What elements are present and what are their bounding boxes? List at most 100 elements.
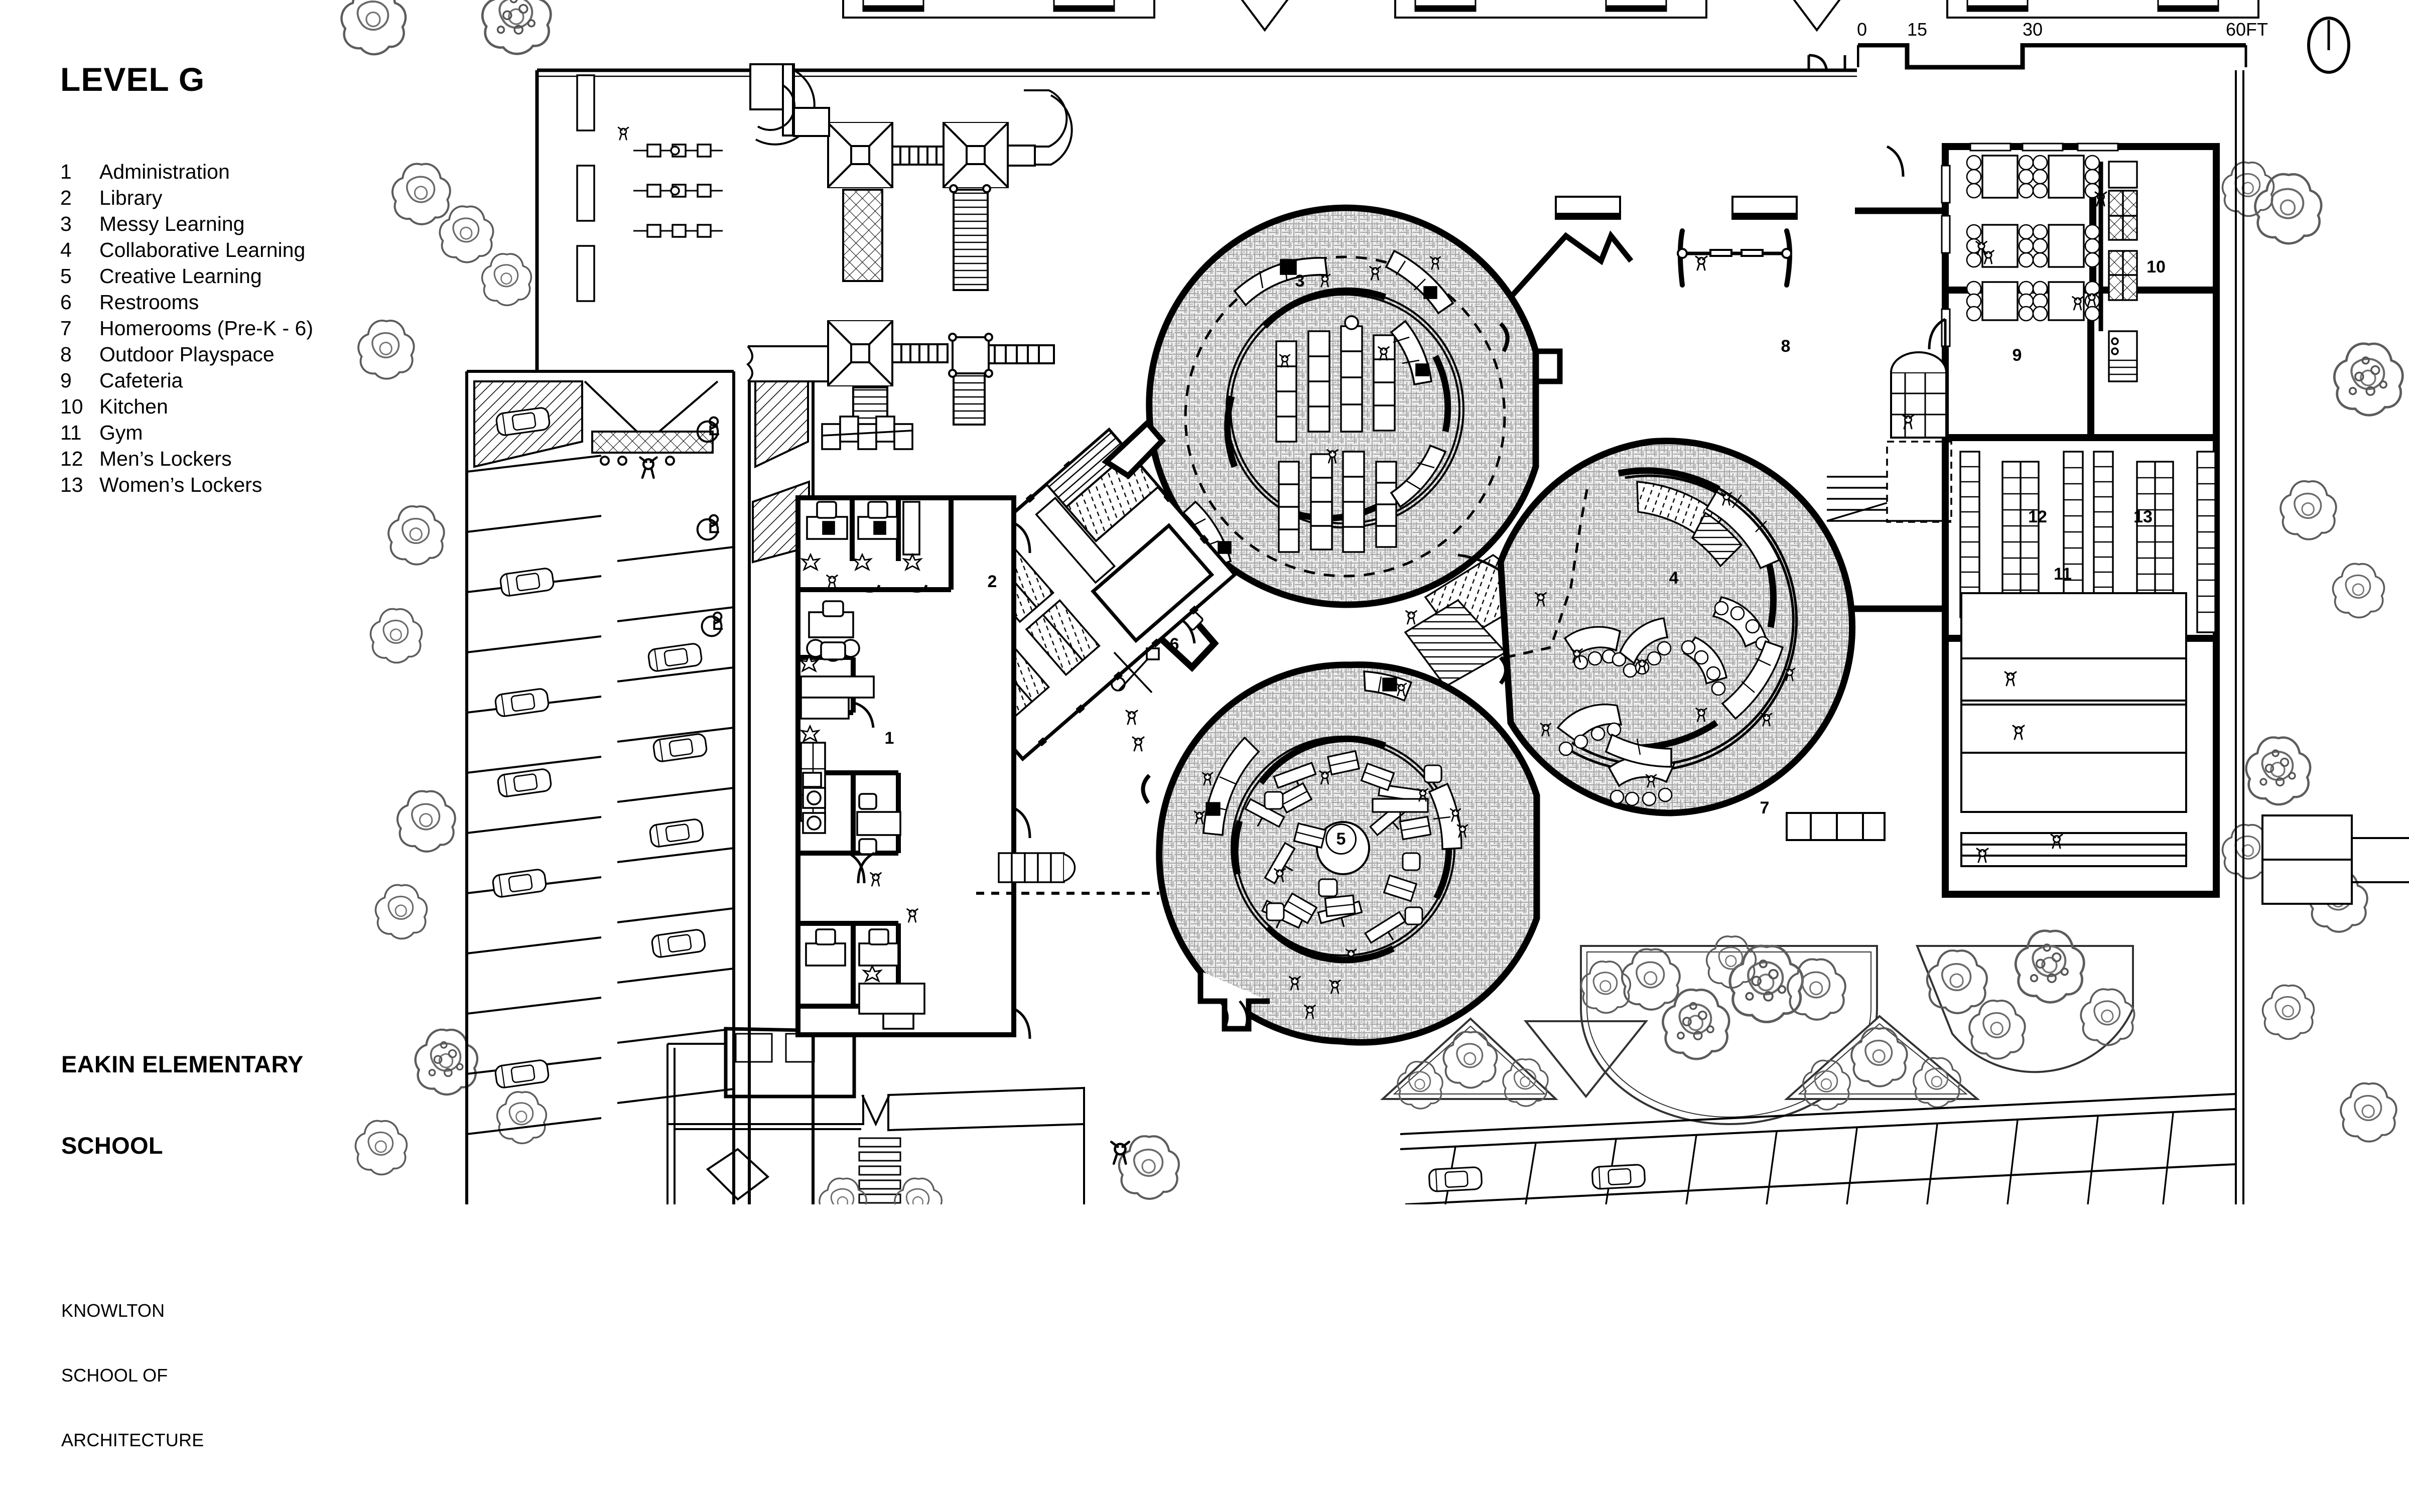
collaborative-tables — [1556, 596, 1770, 806]
administration-wing — [795, 416, 1160, 1039]
site-structure-right — [2261, 814, 2409, 905]
plant-symbols — [798, 553, 923, 983]
admin-doors — [847, 521, 1031, 1039]
messy-learning-workbenches — [1275, 315, 1397, 553]
plan-room-number: 11 — [2054, 565, 2072, 584]
legend-item: 5 Creative Learning — [60, 263, 313, 289]
legend-item-number: 8 — [60, 343, 72, 366]
cafeteria-tables — [1966, 155, 2100, 322]
plan-room-number: 6 — [1169, 635, 1179, 654]
legend-item-number: 6 — [60, 291, 72, 314]
legend-item-number: 2 — [60, 186, 72, 209]
bench-group-playspace — [1555, 196, 1798, 220]
plan-room-number: 7 — [1760, 798, 1770, 817]
legend-item-label: Men’s Lockers — [99, 447, 232, 470]
legend-item: 2 Library — [60, 185, 313, 211]
building-fragment-bottom — [724, 1027, 856, 1098]
legend-item-number: 5 — [60, 264, 72, 288]
legend-item: 10 Kitchen — [60, 393, 313, 420]
top-seating-groups — [842, 0, 2259, 32]
legend-item-label: Women’s Lockers — [99, 473, 262, 496]
entry-paving — [998, 852, 1076, 883]
pod3-curved-casework — [1182, 249, 1454, 569]
legend-item: 1 Administration — [60, 159, 313, 185]
pod-connectors — [1102, 230, 1634, 480]
title-block: EAKIN ELEMENTARY SCHOOL KNOWLTON SCHOOL … — [61, 979, 304, 1512]
legend-item-number: 9 — [60, 369, 72, 392]
page-title: LEVEL G — [60, 61, 205, 98]
scale-tick-label: 15 — [1907, 19, 1928, 40]
pod-entry-notches — [1141, 322, 1510, 804]
flagpole — [1111, 647, 1160, 694]
legend-item-label: Gym — [99, 421, 143, 444]
planter-triangle-c — [1523, 1020, 1649, 1098]
scale-bar-graphic — [1857, 43, 2247, 70]
institution-line-2: SCHOOL OF — [61, 1365, 168, 1386]
east-building-block — [1826, 143, 2220, 898]
legend-item-label: Messy Learning — [99, 212, 245, 235]
planter-triangle-b — [1784, 1015, 1980, 1100]
gym-court — [1960, 592, 2187, 867]
plan-room-number: 5 — [1325, 823, 1357, 855]
legend-item-label: Creative Learning — [99, 264, 262, 288]
legend-item-number: 12 — [60, 447, 83, 470]
institution-line-3: ARCHITECTURE — [61, 1430, 204, 1450]
plan-room-number: 8 — [1781, 337, 1791, 356]
plan-room-number: 1 — [884, 729, 894, 748]
amphitheater-seating-pod4 — [1636, 481, 1743, 568]
plan-room-number: 2 — [987, 572, 997, 591]
parking-lot-bottom — [1400, 1093, 2236, 1204]
admin-office-furniture — [800, 501, 925, 1030]
legend-item-number: 11 — [60, 421, 82, 444]
legend-item-label: Outdoor Playspace — [99, 343, 275, 366]
legend-item-label: Library — [99, 186, 163, 209]
plan-room-number: 4 — [1669, 569, 1679, 588]
institution-line-1: KNOWLTON — [61, 1300, 165, 1321]
plan-room-number: 12 — [2028, 507, 2047, 526]
legend-item-number: 3 — [60, 212, 72, 235]
kitchen-equipment — [2098, 161, 2138, 382]
pod-collaborative-learning — [1497, 438, 1957, 841]
plan-room-number: 3 — [1295, 271, 1305, 291]
playground-structure — [576, 63, 1073, 439]
legend-item: 13 Women’s Lockers — [60, 472, 313, 498]
legend-item-label: Homerooms (Pre-K - 6) — [99, 317, 314, 340]
scale-tick-label: 0 — [1857, 19, 1867, 40]
locker-banks — [1959, 451, 2216, 633]
plan-room-number: 9 — [2012, 346, 2022, 365]
project-name-line-2: SCHOOL — [61, 1132, 163, 1159]
parking-stalls-right — [617, 546, 734, 1104]
parking-entry-canopy — [584, 380, 719, 466]
legend-item-label: Administration — [99, 160, 230, 183]
creative-learning-furniture — [1244, 750, 1442, 944]
legend-item-number: 4 — [60, 238, 72, 261]
street-edge-right — [2235, 70, 2244, 1204]
casework-bottom-pod4 — [1786, 812, 1886, 841]
floor-plan-drawing — [340, 0, 2409, 1204]
bike-rack-admin — [821, 416, 913, 450]
legend-item-number: 7 — [60, 317, 72, 340]
planter-triangle-a — [1380, 1017, 1559, 1100]
legend-item: 11 Gym — [60, 420, 313, 446]
legend-item: 7 Homerooms (Pre-K - 6) — [60, 315, 313, 341]
plan-room-number: 13 — [2133, 507, 2153, 526]
pod-creative-learning — [1156, 661, 1540, 1046]
legend-item-number: 13 — [60, 473, 83, 496]
pod-messy-learning — [1146, 204, 1539, 688]
legend-item: 8 Outdoor Playspace — [60, 341, 313, 367]
legend-item: 3 Messy Learning — [60, 211, 313, 237]
swing-set — [1677, 228, 1792, 288]
legend-item-number: 10 — [60, 395, 83, 418]
legend-item: 9 Cafeteria — [60, 367, 313, 393]
legend-item: 12 Men’s Lockers — [60, 446, 313, 472]
legend-item-label: Kitchen — [99, 395, 168, 418]
legend-item-label: Cafeteria — [99, 369, 183, 392]
legend-item: 6 Restrooms — [60, 289, 313, 315]
legend-item-number: 1 — [60, 160, 72, 183]
outdoor-playspace-equipment — [1555, 54, 1846, 288]
legend-item-label: Restrooms — [99, 291, 199, 314]
